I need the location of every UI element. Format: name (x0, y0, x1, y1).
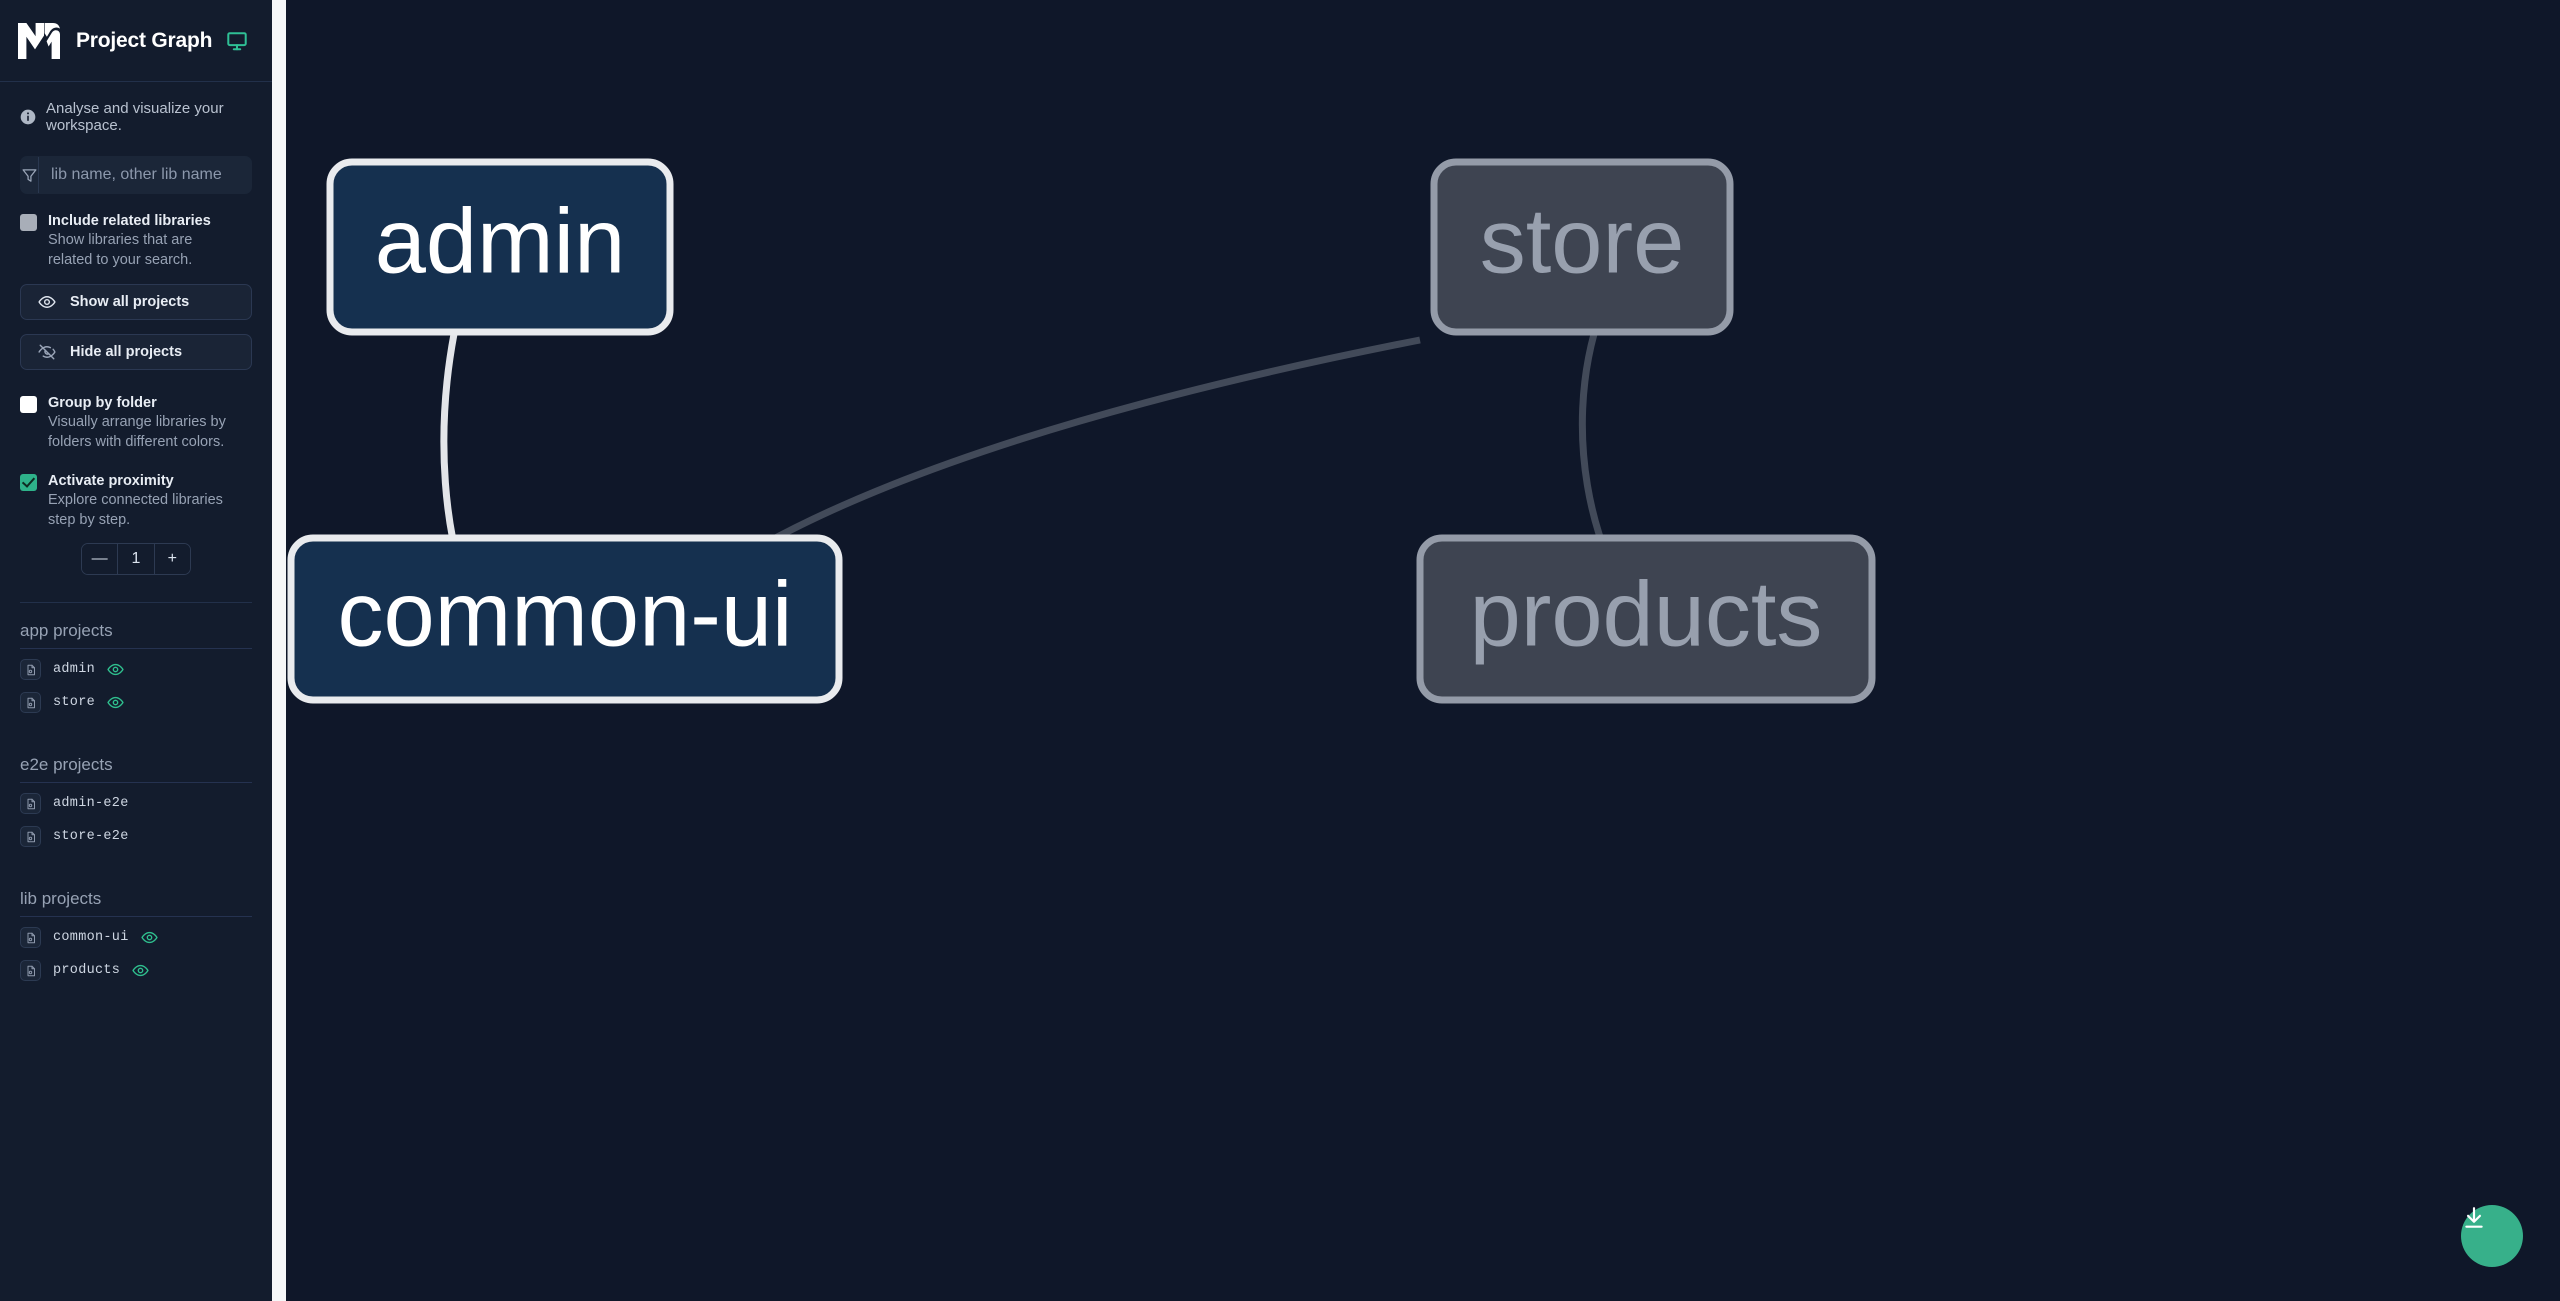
show-all-projects-button[interactable]: Show all projects (20, 284, 252, 320)
group-by-folder-label: Group by folder (48, 395, 157, 411)
list-item[interactable]: admin-e2e (20, 787, 252, 820)
proximity-increment-button[interactable]: + (153, 544, 190, 574)
search-bar[interactable] (20, 156, 252, 194)
sidebar: Project Graph Analyse and visualize your… (0, 0, 272, 1301)
sidebar-header: Project Graph (0, 0, 272, 82)
node-store-rect[interactable] (1430, 158, 1734, 336)
project-file-icon[interactable] (20, 826, 41, 847)
project-name: admin-e2e (53, 796, 129, 811)
group-title-lib-projects: lib projects (20, 871, 252, 917)
sidebar-tagline: Analyse and visualize your workspace. (0, 82, 272, 150)
group-by-folder-checkbox[interactable] (20, 396, 37, 413)
group-title-app-projects: app projects (20, 603, 252, 649)
node-admin-label: admin (375, 190, 626, 292)
project-name: products (53, 963, 121, 978)
eye-icon[interactable] (107, 694, 124, 711)
activate-proximity-row[interactable]: Activate proximity Explore connected lib… (20, 472, 252, 530)
node-products-label: products (1470, 563, 1823, 665)
node-common-ui-label: common-ui (337, 563, 792, 665)
project-name: store-e2e (53, 829, 129, 844)
monitor-icon[interactable] (226, 30, 248, 52)
proximity-decrement-button[interactable]: — (82, 544, 118, 574)
project-name: admin (53, 662, 96, 677)
eye-icon[interactable] (141, 929, 158, 946)
group-by-folder-row[interactable]: Group by folder Visually arrange librari… (20, 394, 252, 452)
graph-node-common-ui[interactable]: common-ui (287, 534, 843, 704)
eye-icon[interactable] (132, 962, 149, 979)
include-related-libraries-checkbox[interactable] (20, 214, 37, 231)
group-by-folder-description: Visually arrange libraries by folders wi… (48, 414, 226, 450)
hide-all-projects-button[interactable]: Hide all projects (20, 334, 252, 370)
eye-off-icon (38, 343, 56, 361)
include-related-libraries-label: Include related libraries (48, 213, 211, 229)
show-all-projects-label: Show all projects (70, 294, 190, 310)
list-item[interactable]: store-e2e (20, 820, 252, 853)
page-title: Project Graph (76, 28, 213, 52)
graph-node-store[interactable]: store (1430, 158, 1734, 336)
activate-proximity-checkbox[interactable] (20, 474, 37, 491)
proximity-value: 1 (117, 544, 154, 574)
project-list: app projects admin (0, 603, 272, 987)
nx-logo-icon (16, 19, 62, 63)
node-admin-rect[interactable] (326, 158, 674, 336)
activate-proximity-description: Explore connected libraries step by step… (48, 492, 223, 528)
list-item[interactable]: products (20, 954, 252, 987)
project-file-icon[interactable] (20, 960, 41, 981)
graph-canvas[interactable]: admin store common-ui products (286, 0, 2560, 1301)
proximity-stepper[interactable]: — 1 + (81, 543, 191, 575)
list-item[interactable]: admin (20, 653, 252, 686)
group-title-e2e-projects: e2e projects (20, 737, 252, 783)
project-file-icon[interactable] (20, 659, 41, 680)
graph-svg: admin store common-ui products (287, 158, 1876, 704)
group-spacer (20, 853, 252, 871)
group-spacer (20, 719, 252, 737)
project-name: common-ui (53, 930, 129, 945)
hide-all-projects-label: Hide all projects (70, 344, 183, 360)
include-related-libraries-row[interactable]: Include related libraries Show libraries… (20, 212, 252, 270)
sidebar-resize-handle[interactable] (272, 0, 286, 1301)
eye-icon (38, 293, 56, 311)
project-file-icon[interactable] (20, 793, 41, 814)
graph-node-admin[interactable]: admin (326, 158, 674, 336)
sidebar-divider (20, 602, 252, 603)
search-input[interactable] (39, 157, 251, 193)
funnel-icon (21, 157, 39, 193)
include-related-libraries-description: Show libraries that are related to your … (48, 232, 193, 268)
list-item[interactable]: store (20, 686, 252, 719)
sidebar-controls: Include related libraries Show libraries… (0, 150, 272, 603)
node-common-ui-rect[interactable] (287, 534, 843, 704)
node-products-rect[interactable] (1416, 534, 1876, 704)
tagline-text: Analyse and visualize your workspace. (46, 100, 224, 134)
download-graph-button[interactable] (2461, 1205, 2523, 1267)
project-name: store (53, 695, 96, 710)
graph-node-products[interactable]: products (1416, 534, 1876, 704)
eye-icon[interactable] (107, 661, 124, 678)
activate-proximity-label: Activate proximity (48, 473, 174, 489)
project-file-icon[interactable] (20, 692, 41, 713)
project-file-icon[interactable] (20, 927, 41, 948)
info-icon (20, 109, 36, 125)
node-store-label: store (1480, 190, 1685, 292)
list-item[interactable]: common-ui (20, 921, 252, 954)
